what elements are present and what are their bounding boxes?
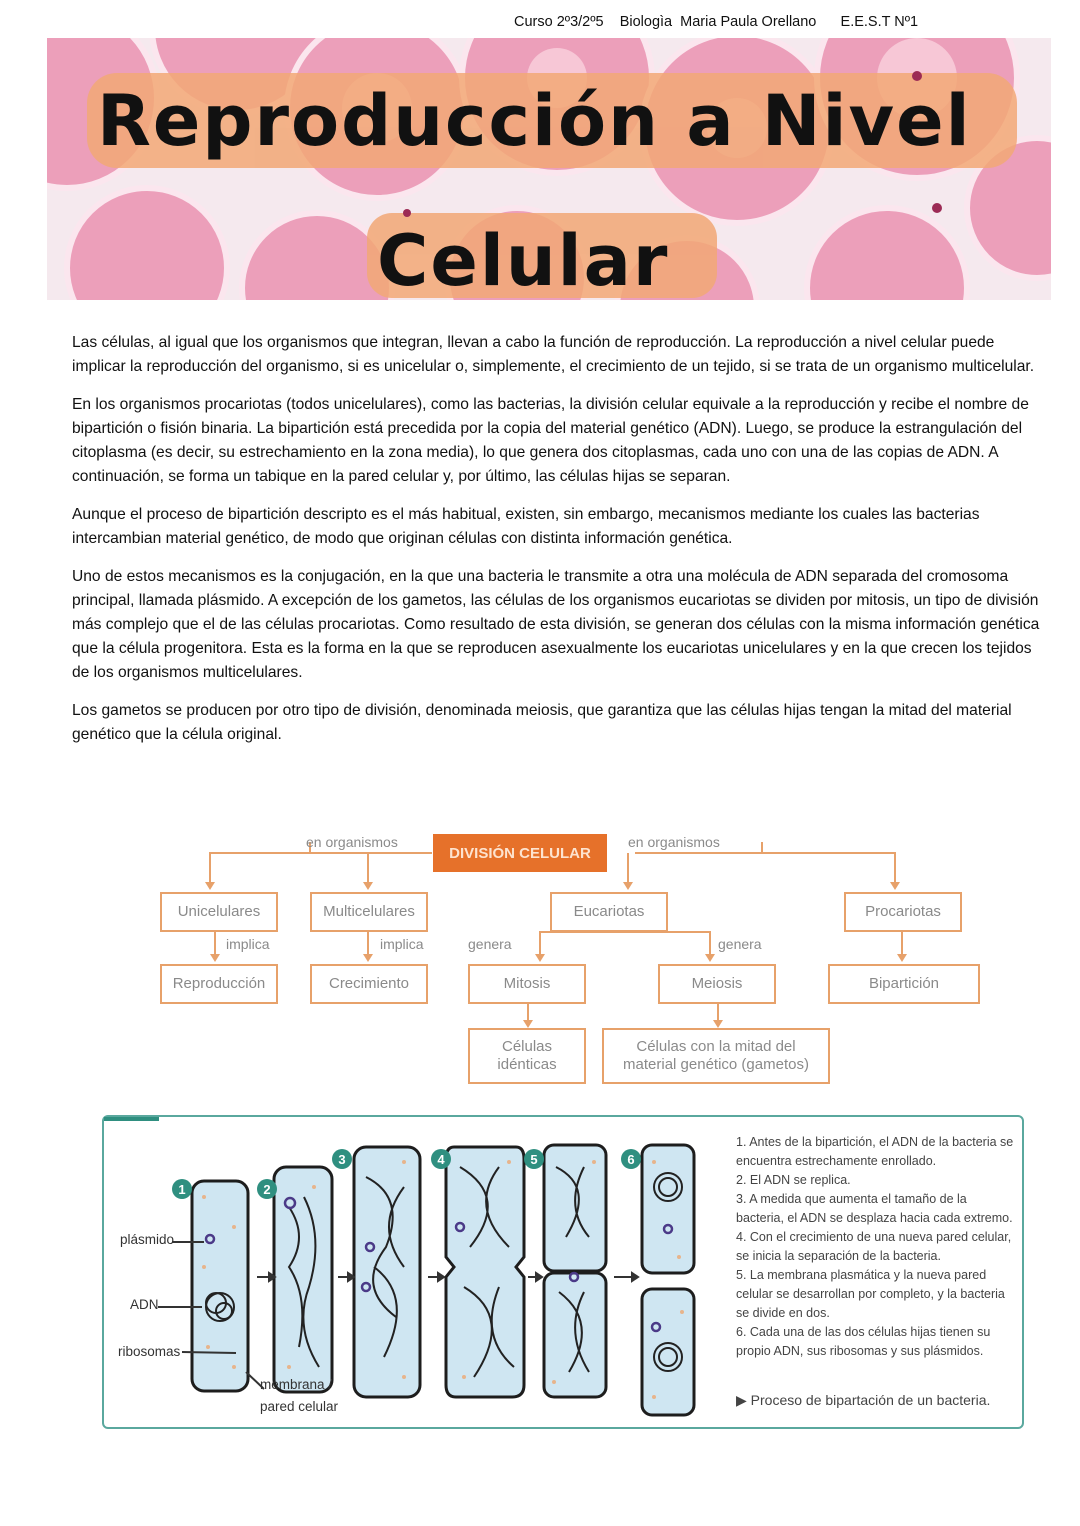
bipartition-steps-list: 1. Antes de la bipartición, el ADN de la…: [736, 1133, 1016, 1361]
plasmido-label: plásmido: [120, 1232, 175, 1247]
title-banner: Reproducción a Nivel Celular: [47, 38, 1051, 300]
eucariotas-box: Eucariotas: [550, 892, 668, 932]
step-number: 4: [437, 1152, 445, 1167]
celulas-identicas-line: Células: [501, 1038, 553, 1055]
membrana-label: membrana /: [260, 1377, 333, 1392]
meiosis-box: Meiosis: [658, 964, 776, 1004]
step-number: 5: [530, 1152, 537, 1167]
cell-division-concept-map: en organismos en organismos DIVISIÓN CEL…: [150, 820, 990, 1090]
bipartition-caption: ▶ Proceso de bipartación de un bacteria.: [736, 1392, 990, 1409]
mitosis-box: Mitosis: [468, 964, 586, 1004]
title-line-1: Reproducción a Nivel: [97, 80, 972, 162]
division-celular-box: DIVISIÓN CELULAR: [433, 834, 607, 872]
celulas-identicas-box: Células idénticas: [468, 1028, 586, 1084]
biparticion-box: Bipartición: [828, 964, 980, 1004]
adn-label: ADN: [130, 1297, 159, 1312]
implica-label: implica: [380, 936, 424, 952]
paragraph: Los gametos se producen por otro tipo de…: [72, 702, 1012, 743]
list-item: 4. Con el crecimiento de una nueva pared…: [736, 1230, 1012, 1263]
ribosomas-label: ribosomas: [118, 1344, 181, 1359]
pared-celular-label: pared celular: [260, 1399, 339, 1414]
celulas-mitad-line: material genético (gametos): [623, 1056, 809, 1073]
list-item: 5. La membrana plasmática y la nueva par…: [736, 1268, 1005, 1320]
celulas-identicas-line: idénticas: [497, 1056, 557, 1073]
unicelulares-box: Unicelulares: [160, 892, 278, 932]
paragraph: En los organismos procariotas (todos uni…: [72, 396, 1029, 485]
celulas-mitad-box: Células con la mitad del material genéti…: [602, 1028, 830, 1084]
cell-tissue-background: [47, 38, 1051, 300]
bipartition-illustration: 1 2 3 4 5 6: [104, 1117, 696, 1417]
paragraph: Las células, al igual que los organismos…: [72, 334, 1035, 375]
list-item: 1. Antes de la bipartición, el ADN de la…: [736, 1135, 1014, 1168]
body-text: Las células, al igual que los organismos…: [72, 331, 1052, 761]
triangle-bullet-icon: ▶: [736, 1392, 751, 1408]
title-line-2: Celular: [377, 220, 670, 300]
genera-label: genera: [468, 936, 512, 952]
procariotas-box: Procariotas: [844, 892, 962, 932]
list-item: 3. A medida que aumenta el tamaño de la …: [736, 1192, 1013, 1225]
step-number: 6: [627, 1152, 634, 1167]
right-connector-label: en organismos: [628, 834, 720, 850]
list-item: 6. Cada una de las dos células hijas tie…: [736, 1325, 991, 1358]
genera-label: genera: [718, 936, 762, 952]
celulas-mitad-line: Células con la mitad del: [636, 1038, 796, 1055]
paragraph: Aunque el proceso de bipartición descrip…: [72, 506, 980, 547]
caption-text: Proceso de bipartación de un bacteria.: [750, 1392, 991, 1408]
implica-label: implica: [226, 936, 270, 952]
concept-map-connectors: [205, 842, 907, 1028]
step-number: 1: [178, 1182, 185, 1197]
list-item: 2. El ADN se replica.: [736, 1173, 851, 1187]
reproduccion-box: Reproducción: [160, 964, 278, 1004]
bipartition-figure: 1 2 3 4 5 6 plásmido ADN ribosomas membr…: [102, 1115, 1024, 1429]
step-number: 2: [263, 1182, 270, 1197]
multicelulares-box: Multicelulares: [310, 892, 428, 932]
left-connector-label: en organismos: [306, 834, 398, 850]
course-header: Curso 2º3/2º5 Biologìa Maria Paula Orell…: [514, 14, 919, 30]
crecimiento-box: Crecimiento: [310, 964, 428, 1004]
step-number: 3: [338, 1152, 345, 1167]
paragraph: Uno de estos mecanismos es la conjugació…: [72, 568, 1040, 681]
